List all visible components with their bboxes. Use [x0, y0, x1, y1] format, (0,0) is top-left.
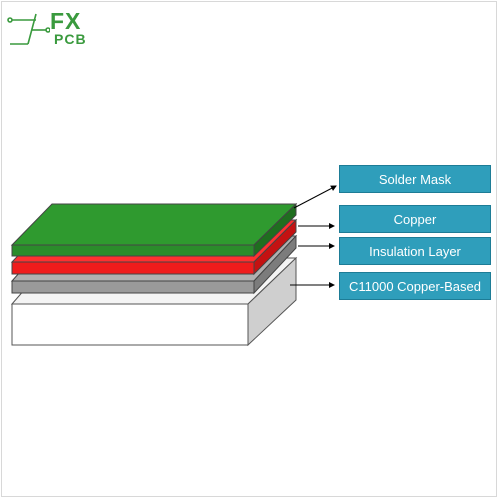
fxpcb-logo: FX PCB: [6, 8, 96, 50]
circuit-trace-icon: [7, 13, 50, 45]
arrow-solder-mask: [293, 185, 337, 209]
layer-solder-mask: [10, 202, 298, 258]
label-c11000-copper-based: C11000 Copper-Based: [339, 272, 491, 300]
label-insulation-layer: Insulation Layer: [339, 237, 491, 265]
label-solder-mask: Solder Mask: [339, 165, 491, 193]
logo-text-fx: FX: [50, 8, 82, 34]
logo-text-pcb: PCB: [54, 31, 87, 47]
label-copper: Copper: [339, 205, 491, 233]
